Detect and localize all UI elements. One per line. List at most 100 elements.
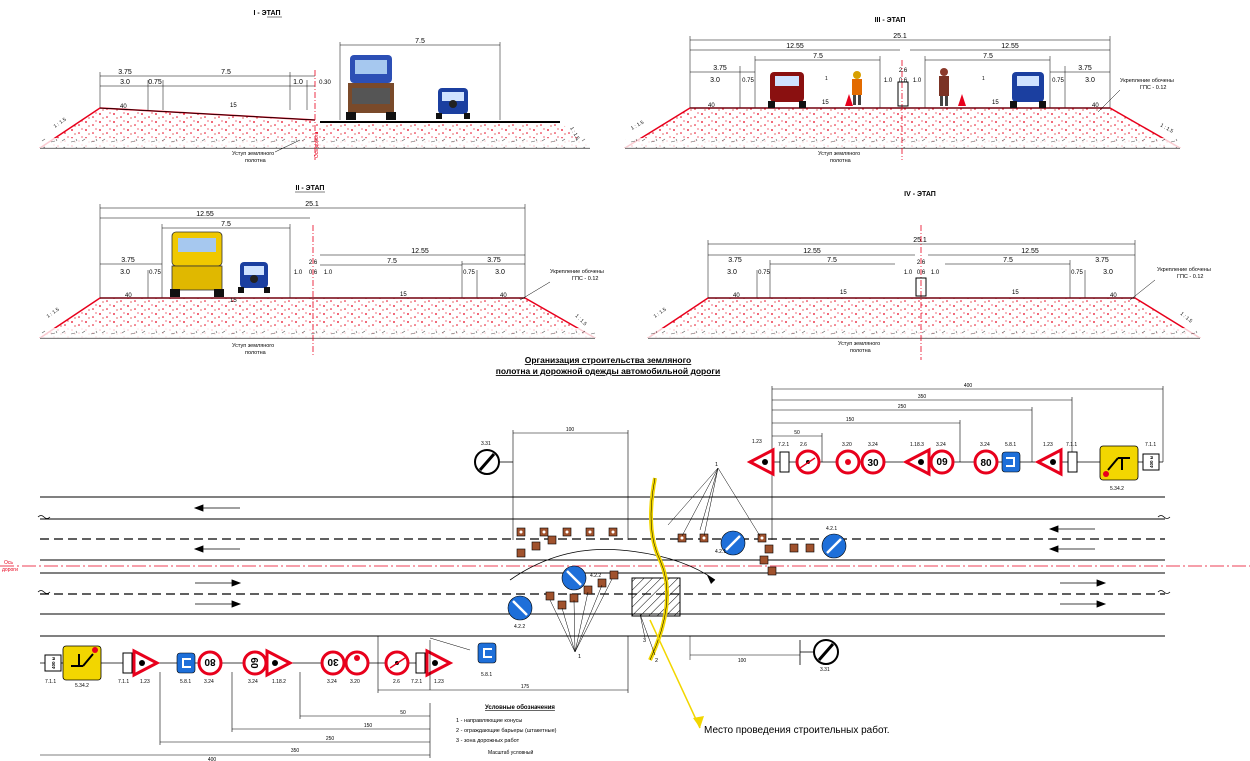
dim: 3.0 [495, 269, 505, 276]
dim: 1.0 [931, 270, 940, 276]
plate-icon [122, 652, 133, 674]
step-label: Уступ земляного [232, 343, 274, 349]
dim: 7.5 [387, 258, 397, 265]
dim: 25.1 [913, 237, 927, 244]
dim: 12.55 [411, 248, 429, 255]
dim: 400 [208, 757, 217, 761]
step-label: полотна [850, 348, 872, 354]
dim: 150 [846, 417, 855, 423]
distance-plate-icon: 400 м [1142, 453, 1160, 471]
end-restrictions-sign-icon [813, 639, 839, 665]
plate-text: 400 м [1149, 455, 1154, 468]
step-label: Уступ земляного [838, 341, 880, 347]
step-label: полотна [245, 158, 267, 164]
dim: 50 [400, 710, 406, 716]
cone-icon [845, 94, 853, 106]
car-icon [436, 88, 470, 119]
road-works-sign-icon [746, 447, 775, 477]
sign-code: 1.23 [752, 439, 762, 445]
lane-scheme-sign-icon [62, 645, 102, 681]
top-signs: 3.31 30 60 80 [474, 439, 1163, 492]
dim: 1.0 [884, 78, 893, 84]
plate-icon [779, 451, 790, 473]
stage-2-title: II - ЭТАП [296, 185, 325, 192]
dim: 3.75 [713, 65, 727, 72]
dim: 15 [230, 103, 237, 109]
barrier-icon [897, 81, 909, 107]
callout: 1 [578, 654, 581, 660]
dim: 1.0 [324, 270, 333, 276]
sign-code: 3.20 [350, 679, 360, 685]
speed-value: 30 [327, 656, 339, 667]
sign-code: 3.24 [980, 442, 990, 448]
dim: 40 [120, 104, 127, 110]
dim: 7.5 [827, 257, 837, 264]
sign-code: 3.24 [248, 679, 258, 685]
sign-code: 3.24 [204, 679, 214, 685]
speed-value: 30 [867, 458, 879, 469]
road-works-sign-icon [132, 648, 161, 678]
sign-code: 1.18.3 [910, 442, 924, 448]
car-icon [768, 72, 806, 108]
dim: 100 [566, 427, 575, 433]
work-place-label: Место проведения строительных работ. [704, 724, 890, 736]
road-works-sign-icon [265, 648, 294, 678]
dim: 3.75 [1095, 257, 1109, 264]
dim: 100 [738, 658, 747, 664]
sign-code: 4.2.2 [590, 573, 601, 579]
dim: 15 [840, 290, 847, 296]
dim: 12.55 [1001, 43, 1019, 50]
dim: 15 [230, 298, 237, 304]
reinforcement-label: Укрепление обочены [550, 269, 604, 275]
dim: 7.5 [983, 53, 993, 60]
dim: 1.0 [294, 270, 303, 276]
dim: 0.75 [149, 270, 161, 276]
dim: 0.75 [742, 78, 754, 84]
dim: 3.75 [118, 69, 132, 76]
sign-code: 7.1.1 [118, 679, 129, 685]
keep-right-sign-icon [821, 533, 847, 559]
dim: 15 [1012, 290, 1019, 296]
stage-2-section: II - ЭТАП 25.1 12.55 12.55 7.5 7.5 3.75 … [39, 185, 604, 356]
legend-item: 1 - направляющие конусы [456, 718, 522, 724]
step-label: полотна [830, 158, 852, 164]
keep-left-sign-icon [561, 565, 587, 591]
dim: 250 [326, 736, 335, 742]
slope-label: 1 : 1.5 [1159, 123, 1174, 135]
callout: 2 [655, 658, 658, 664]
sign-code: 3.24 [327, 679, 337, 685]
sign-code: 5.34.2 [75, 683, 89, 689]
legend: Условные обозначения 1 - направляющие ко… [456, 704, 557, 756]
sign-code: 3.31 [481, 441, 491, 447]
dim: 0.6 [899, 78, 908, 84]
dim: 0.75 [463, 270, 475, 276]
sign-code: 7.2.1 [411, 679, 422, 685]
sign-code: 5.8.1 [481, 672, 492, 678]
dim: 7.5 [1003, 257, 1013, 264]
end-restrictions-sign-icon [474, 449, 500, 475]
bottom-dim-labels: 175 50 150 250 350 400 [208, 684, 530, 761]
sign-code: 1.23 [1043, 442, 1053, 448]
dim: 12.55 [196, 211, 214, 218]
top-dimensions [512, 386, 1164, 540]
dim: 25.1 [893, 33, 907, 40]
dim: 0.75 [148, 79, 162, 86]
detour-sign-icon [176, 652, 196, 674]
dim: 3.0 [1085, 77, 1095, 84]
slope-label: 1 : 1.5 [46, 307, 61, 320]
car-icon [238, 262, 270, 293]
slope-label: 1 : 1.5 [53, 117, 68, 130]
dim: 3.0 [710, 77, 720, 84]
dim: 12.55 [786, 43, 804, 50]
stage-4-section: IV - ЭТАП 25.1 12.55 12.55 7.5 7.5 3.75 … [647, 191, 1211, 360]
slope-label: 1 : 1.5 [574, 313, 588, 327]
reinforcement-label: Укрепление обочены [1157, 267, 1211, 273]
dim: 3.0 [727, 269, 737, 276]
callout: 1 [982, 76, 985, 82]
legend-title: Условные обозначения [485, 704, 555, 711]
worker-icon [852, 71, 862, 105]
sign-code: 7.1.1 [1066, 442, 1077, 448]
sign-code: 5.34.2 [1110, 486, 1124, 492]
dim: 3.75 [728, 257, 742, 264]
step-label: Уступ земляного [232, 151, 274, 157]
